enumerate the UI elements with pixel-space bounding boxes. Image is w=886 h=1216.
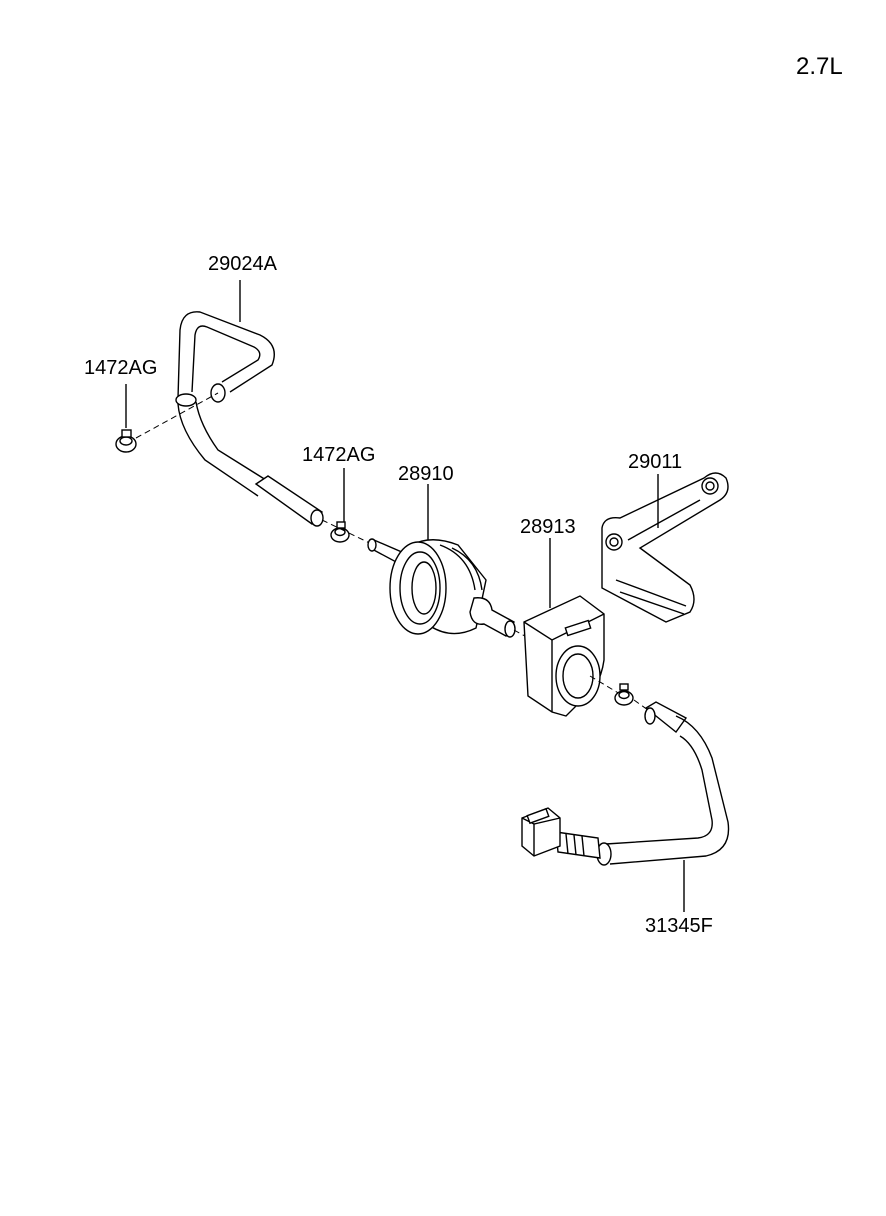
label-28913: 28913 [520, 516, 576, 538]
engine-label: 2.7L [796, 53, 843, 80]
centerline-filter-out [513, 629, 533, 641]
centerline-left [135, 392, 219, 439]
label-29011: 29011 [628, 451, 682, 473]
clamp-mid-drawing [330, 521, 350, 543]
label-1472ag-mid: 1472AG [302, 444, 375, 466]
label-29024a: 29024A [208, 253, 278, 275]
label-28910: 28910 [398, 463, 454, 485]
label-1472ag-left: 1472AG [84, 357, 157, 379]
centerline-holder [589, 675, 621, 695]
label-31345f: 31345F [645, 915, 713, 937]
upper-hose-drawing [175, 311, 324, 527]
clamp-left-drawing [115, 429, 137, 453]
clamp-lower-drawing [614, 683, 634, 706]
filter-drawing [367, 538, 516, 638]
bracket-drawing [601, 472, 729, 623]
holder-drawing [523, 595, 605, 717]
lower-hose-drawing [521, 701, 730, 866]
